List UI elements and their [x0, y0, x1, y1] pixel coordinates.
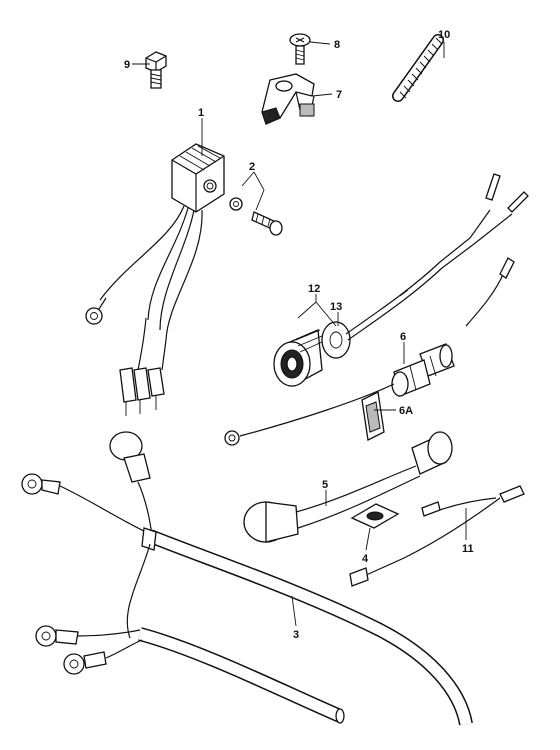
rectifier-part [85, 143, 225, 416]
label-boot-lead: 5 [322, 479, 328, 491]
label-main-harness: 3 [293, 629, 299, 641]
main-harness-part [21, 431, 473, 726]
label-switch-knob: 12 [308, 283, 320, 295]
grommet-part [350, 503, 400, 529]
label-grommet: 4 [362, 553, 369, 565]
sub-harness-part [349, 485, 525, 587]
label-screw-washer: 2 [249, 161, 255, 173]
label-clamp-screw: 8 [334, 39, 340, 51]
clamp-part [261, 73, 315, 125]
boot-lead-part [243, 431, 453, 543]
fuse-clip-part [361, 391, 385, 441]
label-rectifier: 1 [198, 107, 204, 119]
clamp-screw-part [289, 33, 311, 65]
bolt-part [145, 51, 167, 89]
upper-lead-part [399, 173, 529, 297]
fuse-holder-part [224, 257, 515, 446]
label-clamp: 7 [336, 89, 342, 101]
label-protector-tube: 10 [438, 29, 450, 41]
label-nut: 13 [330, 301, 342, 313]
leader-lines [132, 41, 467, 627]
screw-washer-part [229, 197, 283, 236]
switch-knob-part [273, 261, 443, 387]
label-sub-harness: 11 [462, 543, 474, 555]
label-fuse-clip: 6A [399, 405, 413, 417]
label-bolt: 9 [124, 59, 130, 71]
protector-tube-part [392, 34, 444, 102]
label-fuse-holder: 6 [400, 331, 406, 343]
